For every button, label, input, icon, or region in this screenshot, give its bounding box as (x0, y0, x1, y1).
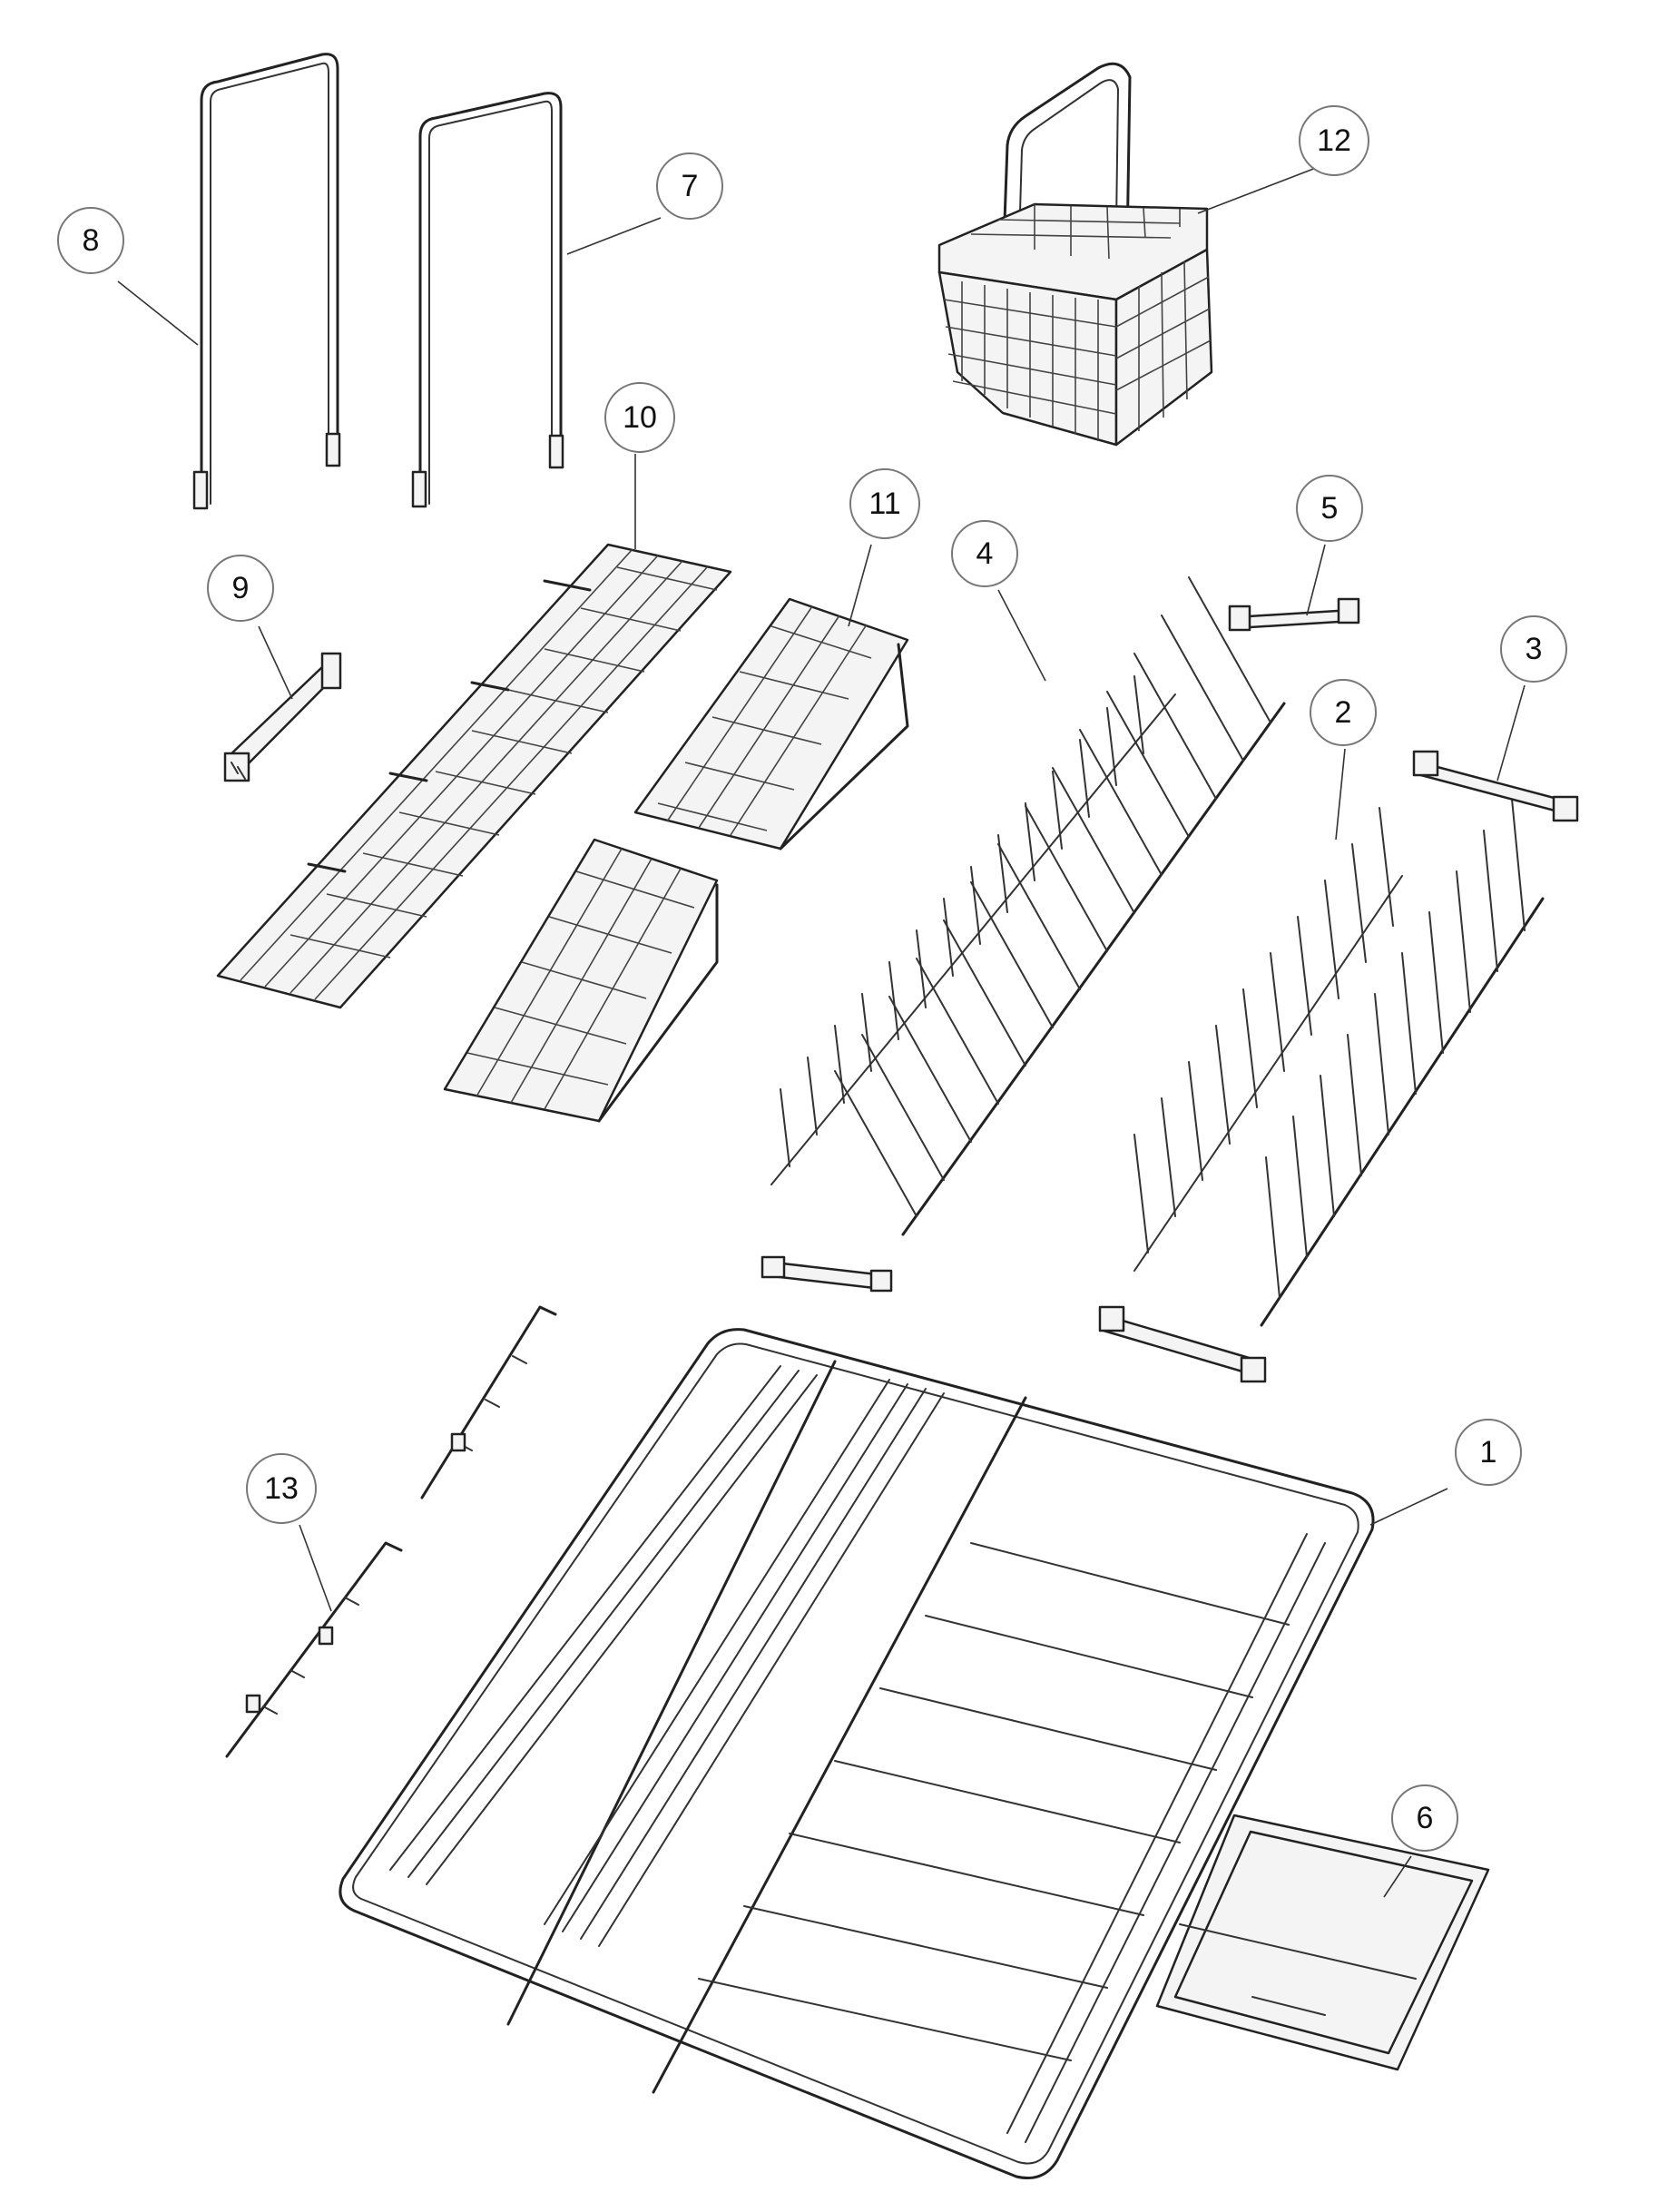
side-hook-rails-drawing (225, 1305, 557, 1758)
leader-4 (997, 589, 1046, 682)
leader-6 (1383, 1855, 1412, 1898)
small-tray-drawing (1155, 1814, 1490, 2071)
callout-7: 7 (656, 152, 723, 220)
callout-12: 12 (1299, 105, 1369, 176)
callout-label: 7 (682, 169, 699, 203)
leader-11 (848, 544, 872, 627)
leader-3 (1496, 684, 1526, 782)
callout-label: 10 (623, 400, 657, 435)
wire-handle-short-drawing (411, 92, 564, 508)
leader-7 (566, 217, 662, 255)
callout-label: 12 (1317, 123, 1351, 158)
callout-label: 4 (976, 536, 994, 571)
callout-label: 11 (868, 487, 900, 521)
leader-2 (1335, 748, 1346, 841)
callout-1: 1 (1455, 1419, 1522, 1486)
split-cup-shelf-drawing (443, 597, 909, 1123)
leader-1 (1369, 1488, 1448, 1526)
callout-label: 2 (1335, 695, 1352, 730)
holder-clip-drawing (223, 652, 342, 782)
callout-label: 5 (1321, 491, 1339, 526)
callout-10: 10 (604, 382, 675, 453)
callout-3: 3 (1500, 615, 1567, 683)
callout-9: 9 (207, 555, 274, 622)
leader-8 (117, 280, 199, 346)
callout-6: 6 (1391, 1784, 1458, 1852)
front-tine-clip-top-drawing (1228, 597, 1360, 632)
callout-2: 2 (1310, 679, 1377, 746)
callout-label: 1 (1480, 1435, 1497, 1470)
wire-handle-tall-drawing (192, 53, 341, 510)
callout-5: 5 (1296, 475, 1363, 542)
callout-label: 9 (232, 571, 250, 605)
rear-tine-row-drawing (1098, 789, 1545, 1383)
rear-tine-clip-drawing (1412, 750, 1579, 822)
callout-11: 11 (849, 468, 920, 539)
leader-9 (258, 625, 293, 700)
callout-label: 3 (1526, 632, 1543, 666)
leader-12 (1197, 167, 1317, 214)
callout-label: 8 (83, 223, 100, 258)
callout-8: 8 (57, 207, 124, 274)
leader-5 (1306, 544, 1326, 616)
callout-13: 13 (246, 1453, 317, 1524)
callout-label: 6 (1417, 1801, 1434, 1835)
callout-label: 13 (264, 1471, 299, 1506)
callouts (117, 167, 1526, 1898)
lower-rack-frame-drawing (339, 1328, 1375, 2179)
callout-4: 4 (951, 520, 1018, 587)
cutlery-basket-drawing (937, 62, 1213, 447)
front-tine-row-drawing (760, 576, 1286, 1293)
leader-13 (299, 1524, 332, 1612)
folding-cup-shelf-drawing (216, 543, 732, 1009)
